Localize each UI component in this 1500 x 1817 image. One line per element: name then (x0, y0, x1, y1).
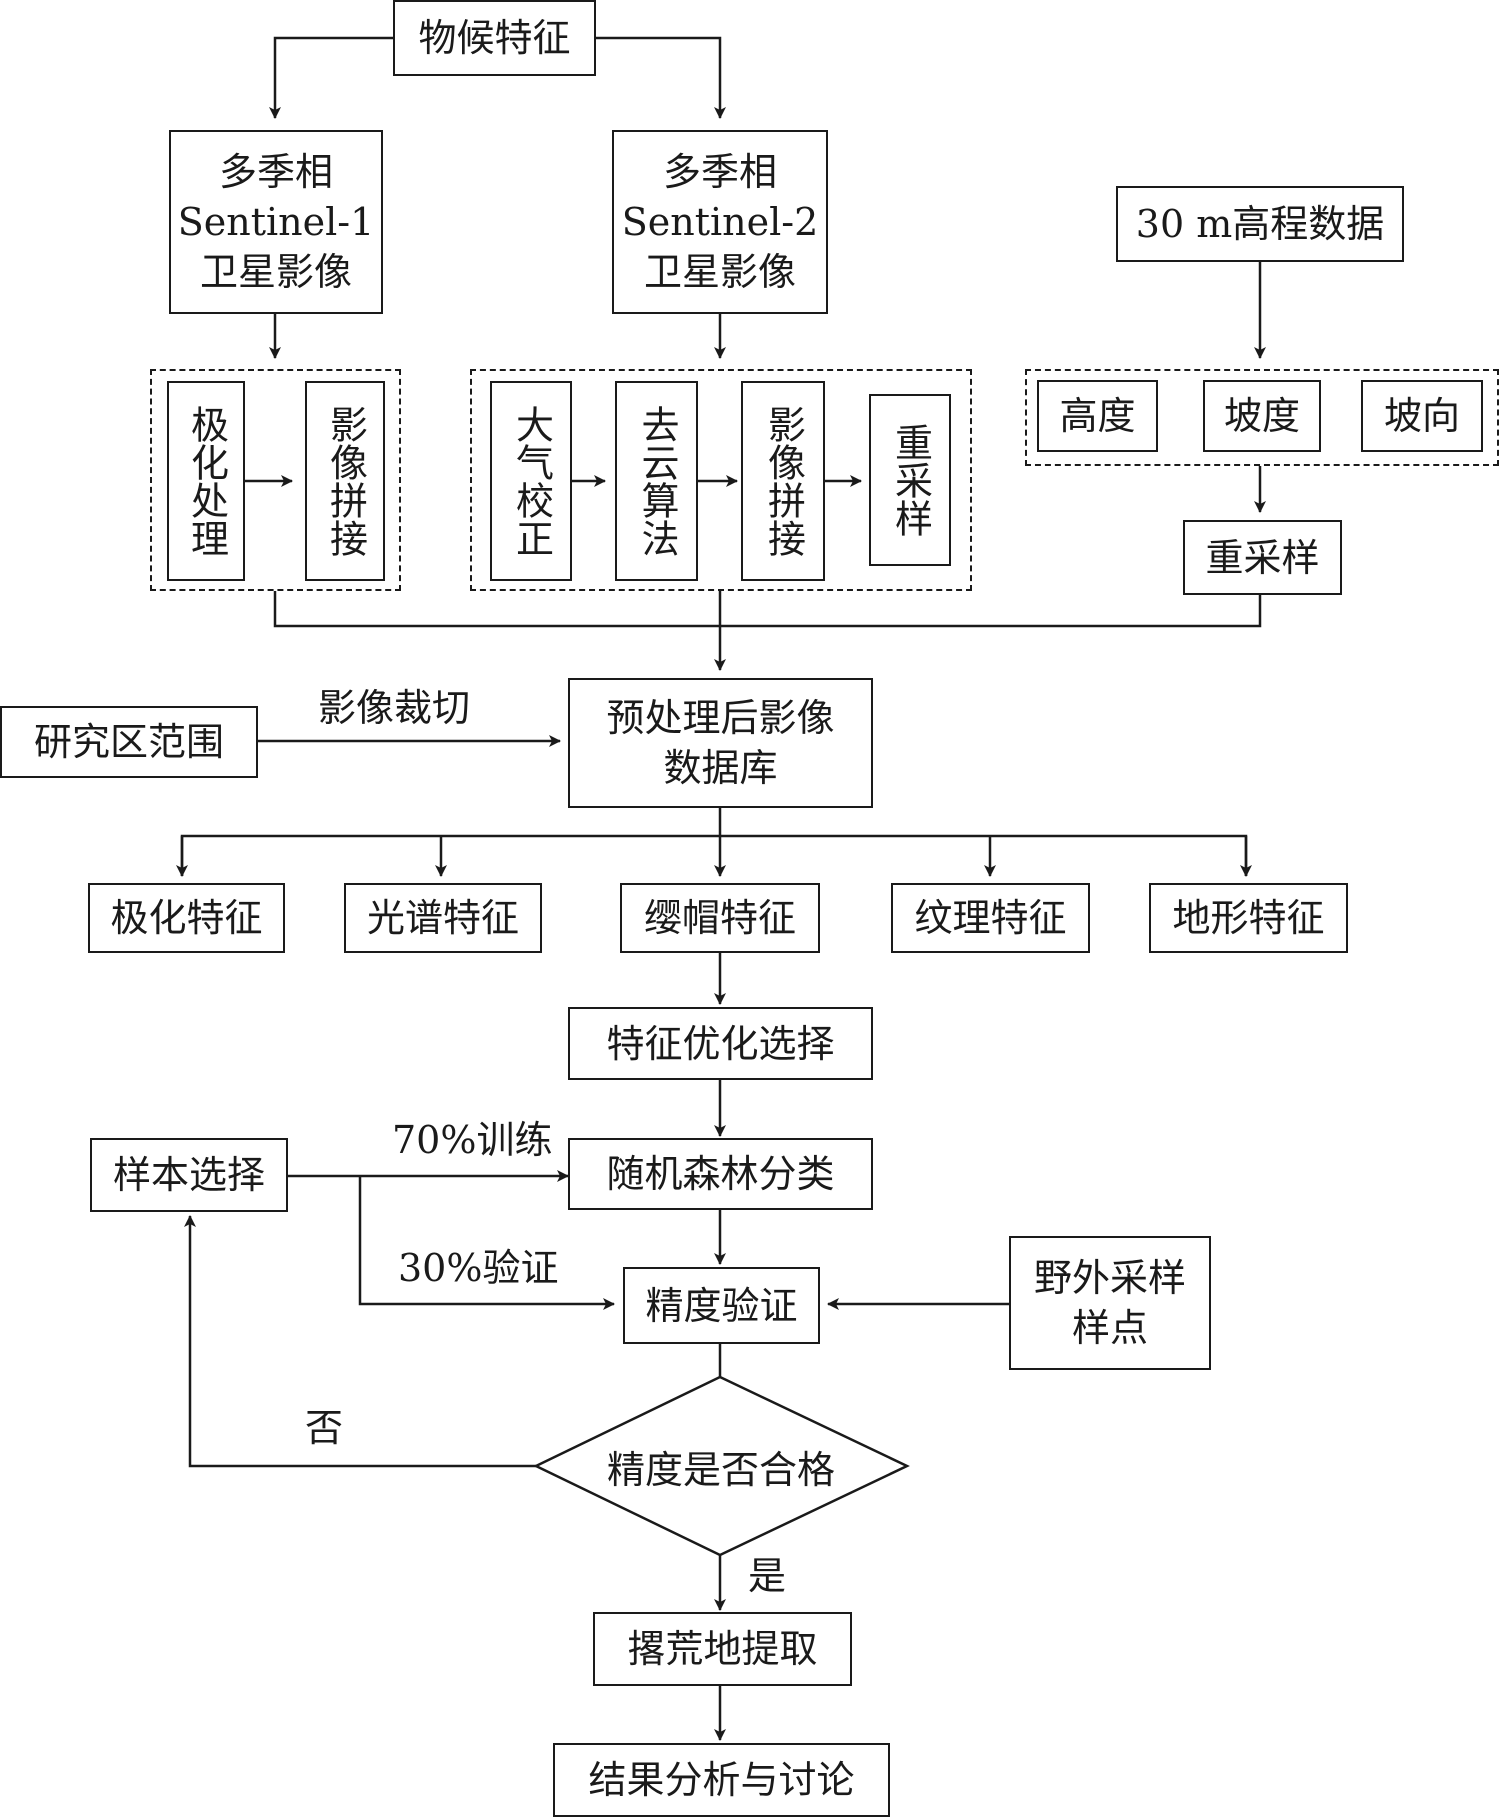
node-resample-s2-label: 重采样 (888, 423, 933, 537)
node-field-samples-line1: 野外采样 (1033, 1256, 1186, 1300)
node-accuracy-qualified-label: 精度是否合格 (606, 1447, 835, 1492)
edge-merge-line (273, 591, 1262, 628)
node-sentinel2-line1: 多季相 (662, 150, 777, 194)
node-feature-selection-label: 特征优化选择 (606, 1021, 835, 1066)
edge-no-sample (184, 1215, 536, 1468)
node-polarization-processing-label: 极化处理 (184, 405, 229, 557)
node-field-samples: 野外采样 样点 (1009, 1236, 1211, 1370)
node-spectral-features-label: 光谱特征 (366, 896, 519, 940)
node-sentinel2-line3: 卫星影像 (643, 250, 796, 294)
node-result-analysis: 结果分析与讨论 (553, 1743, 890, 1817)
node-resample-dem: 重采样 (1183, 520, 1342, 595)
edge-features-bus (180, 834, 1248, 876)
node-polarization-processing: 极化处理 (167, 381, 245, 581)
node-sentinel1: 多季相 Sentinel-1 卫星影像 (169, 130, 383, 314)
node-height: 高度 (1037, 380, 1158, 452)
node-preprocessed-database: 预处理后影像 数据库 (568, 678, 873, 808)
node-terrain-features: 地形特征 (1149, 883, 1348, 953)
node-mosaic-s2-label: 影像拼接 (761, 405, 806, 557)
node-atmospheric-correction-label: 大气校正 (509, 405, 554, 557)
node-sample-selection-label: 样本选择 (112, 1153, 265, 1197)
node-atmospheric-correction: 大气校正 (490, 381, 572, 581)
node-random-forest-label: 随机森林分类 (606, 1152, 835, 1196)
edge-label-yes: 是 (748, 1554, 787, 1598)
node-accuracy-validation: 精度验证 (623, 1267, 820, 1344)
node-accuracy-qualified: 精度是否合格 (560, 1440, 882, 1492)
group-dem-derivatives (1025, 369, 1499, 466)
node-field-samples-line2: 样点 (1071, 1306, 1148, 1350)
edge-label-train: 70%训练 (392, 1118, 553, 1162)
node-phenology: 物候特征 (393, 0, 596, 76)
node-sentinel1-line3: 卫星影像 (199, 250, 352, 294)
node-slope-label: 坡度 (1223, 394, 1300, 438)
node-mosaic-s1: 影像拼接 (305, 381, 385, 581)
edge-label-crop: 影像裁切 (318, 686, 471, 730)
node-mosaic-s1-label: 影像拼接 (323, 405, 368, 557)
node-height-label: 高度 (1059, 394, 1136, 438)
node-aspect: 坡向 (1361, 380, 1483, 452)
node-texture-features: 纹理特征 (891, 883, 1090, 953)
node-preprocessed-database-line2: 数据库 (663, 746, 778, 790)
node-dem-label: 30 m高程数据 (1135, 202, 1385, 246)
edge-label-no: 否 (305, 1406, 344, 1450)
edge-sample-accuracy (358, 1176, 615, 1310)
decision-diamond (533, 1375, 910, 1557)
edge-label-validate: 30%验证 (398, 1246, 559, 1290)
node-random-forest: 随机森林分类 (568, 1138, 873, 1210)
node-study-area-label: 研究区范围 (33, 720, 224, 764)
node-tasseled-cap-features-label: 缨帽特征 (643, 896, 796, 940)
node-polarization-features: 极化特征 (88, 883, 285, 953)
node-cloud-removal: 去云算法 (615, 381, 698, 581)
node-abandoned-land-extraction-label: 撂荒地提取 (627, 1627, 818, 1671)
group-s2-preprocessing (470, 369, 972, 591)
node-sentinel1-line2: Sentinel-1 (177, 200, 375, 244)
edge-phenology-s1 (269, 36, 393, 119)
node-terrain-features-label: 地形特征 (1172, 896, 1325, 940)
node-accuracy-validation-label: 精度验证 (645, 1283, 798, 1328)
node-cloud-removal-label: 去云算法 (635, 405, 679, 557)
node-mosaic-s2: 影像拼接 (741, 381, 825, 581)
edge-phenology-s2 (596, 36, 726, 119)
node-tasseled-cap-features: 缨帽特征 (620, 883, 820, 953)
node-study-area: 研究区范围 (0, 706, 258, 778)
group-s1-preprocessing (150, 369, 401, 591)
node-resample-dem-label: 重采样 (1205, 535, 1320, 580)
node-dem: 30 m高程数据 (1116, 186, 1404, 262)
node-spectral-features: 光谱特征 (344, 883, 542, 953)
node-preprocessed-database-line1: 预处理后影像 (606, 696, 835, 740)
node-phenology-label: 物候特征 (418, 16, 571, 60)
node-result-analysis-label: 结果分析与讨论 (588, 1758, 855, 1802)
node-sentinel2-line2: Sentinel-2 (621, 200, 819, 244)
node-aspect-label: 坡向 (1383, 394, 1460, 438)
node-polarization-features-label: 极化特征 (110, 896, 263, 940)
node-feature-selection: 特征优化选择 (568, 1007, 873, 1080)
node-resample-s2: 重采样 (869, 394, 951, 566)
node-sentinel2: 多季相 Sentinel-2 卫星影像 (612, 130, 828, 314)
node-abandoned-land-extraction: 撂荒地提取 (593, 1612, 852, 1686)
node-sentinel1-line1: 多季相 (218, 150, 333, 194)
node-slope: 坡度 (1203, 380, 1321, 452)
node-texture-features-label: 纹理特征 (914, 896, 1067, 940)
node-sample-selection: 样本选择 (90, 1138, 288, 1212)
